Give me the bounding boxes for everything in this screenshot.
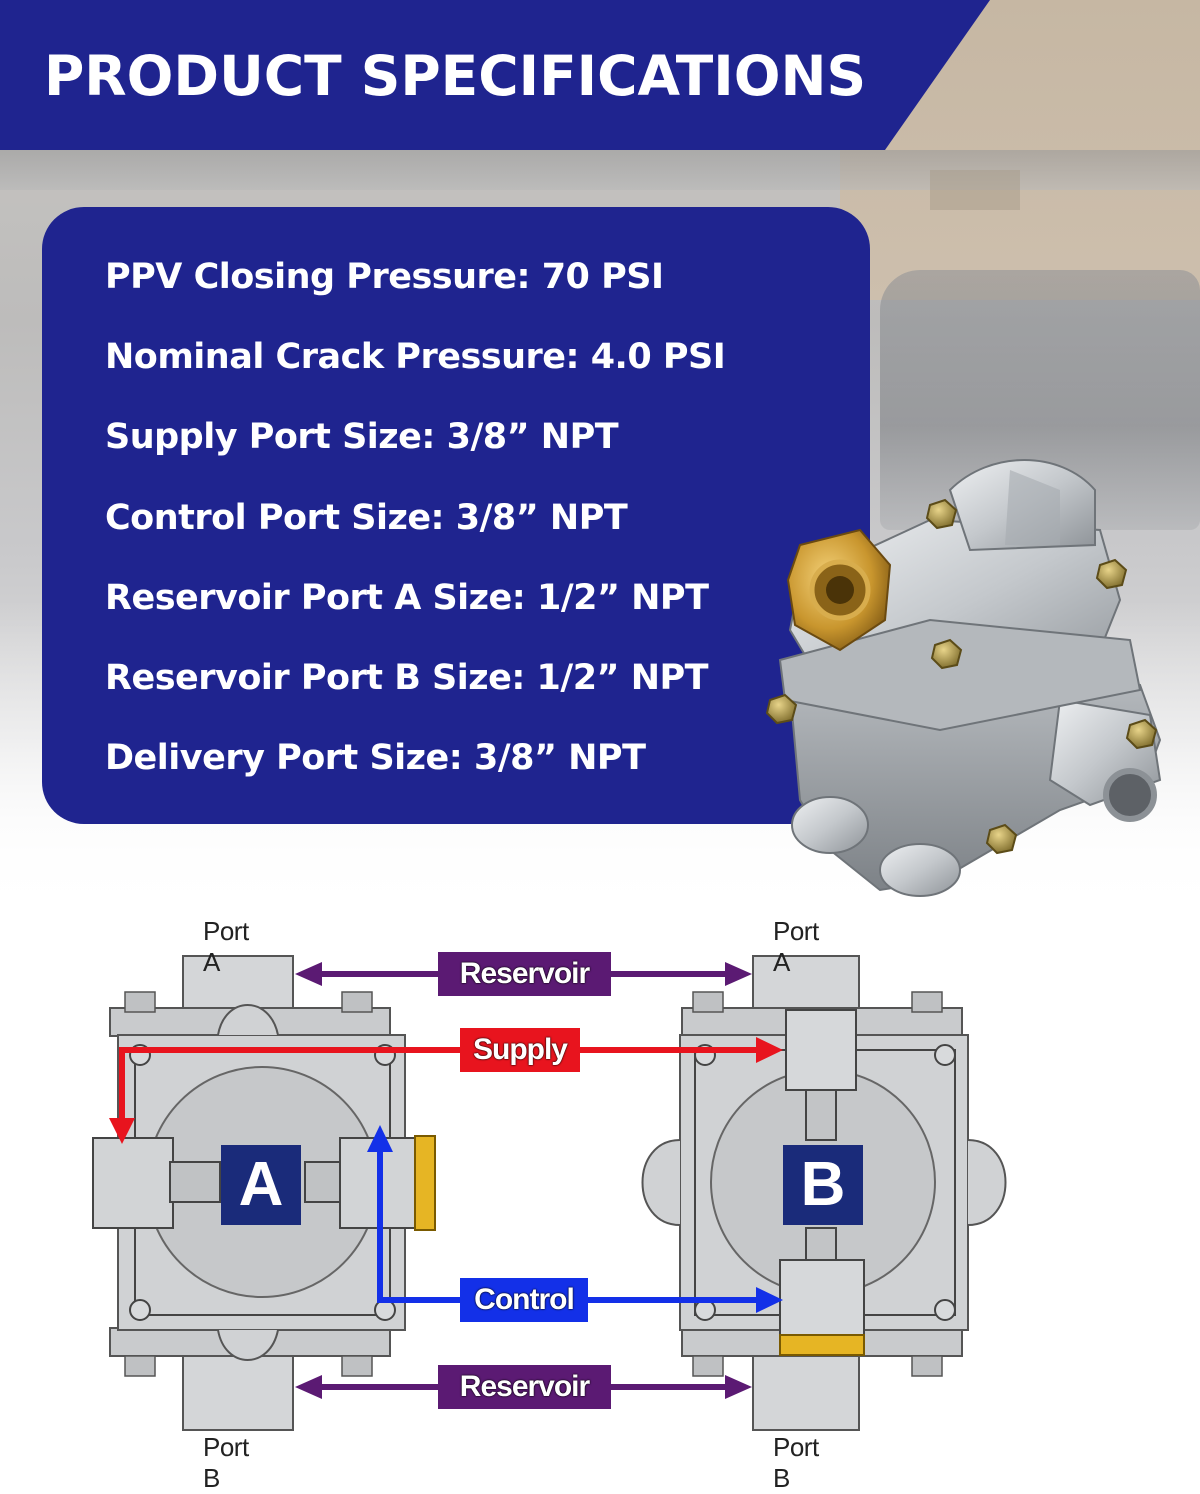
specs-panel: PPV Closing Pressure: 70 PSI Nominal Cra… [42,207,870,824]
specs-list: PPV Closing Pressure: 70 PSI Nominal Cra… [105,249,726,810]
supply-arrow [109,1028,783,1144]
spec-item-ppv-closing-pressure: PPV Closing Pressure: 70 PSI [105,257,664,297]
reservoir-bottom-label: Reservoir [459,1370,590,1403]
reservoir-top-label: Reservoir [459,957,590,990]
spec-item-supply-port: Supply Port Size: 3/8” NPT [105,417,619,458]
control-arrow [367,1125,783,1322]
valve-b-letter: B [783,1145,863,1225]
spec-item-reservoir-port-b: Reservoir Port B Size: 1/2” NPT [105,657,709,698]
valve-a-port-a-label: Port A [203,916,249,977]
valve-b-port-a-label: Port A [773,916,819,977]
relay-valve-product-image [765,459,1162,897]
valve-a-body [92,955,436,1431]
valve-b-body [641,955,1007,1431]
reservoir-bottom-arrow [295,1365,752,1409]
spec-item-delivery-port: Delivery Port Size: 3/8” NPT [105,738,646,779]
spec-item-control-port: Control Port Size: 3/8” NPT [105,497,628,538]
page-title: PRODUCT SPECIFICATIONS [44,44,867,108]
header-banner: PRODUCT SPECIFICATIONS [0,0,1200,150]
spec-item-reservoir-port-a: Reservoir Port A Size: 1/2” NPT [105,577,709,618]
reservoir-top-arrow [295,952,752,996]
control-label: Control [474,1283,575,1316]
valve-a-letter: A [221,1145,301,1225]
supply-label: Supply [472,1033,568,1066]
valve-a-port-b-label: Port B [203,1432,249,1493]
valve-b-port-b-label: Port B [773,1432,819,1493]
spec-item-crack-pressure: Nominal Crack Pressure: 4.0 PSI [105,337,726,378]
